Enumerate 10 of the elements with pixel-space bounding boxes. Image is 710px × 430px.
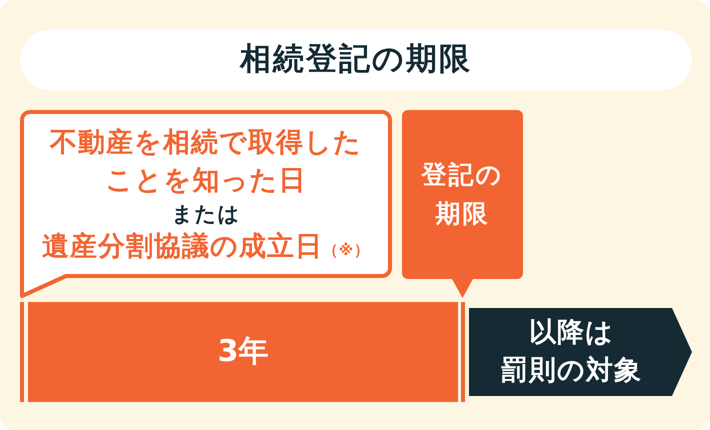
- arrow-banner: [469, 308, 692, 396]
- period-bar: [28, 302, 458, 402]
- bar-label: 3年: [218, 334, 268, 370]
- bubble-text: または: [172, 200, 240, 228]
- title-text: 相続登記の期限: [240, 41, 472, 79]
- callout-text: 登記の期限: [420, 158, 504, 230]
- bubble-text: 不動産を相続で取得したことを知った日: [50, 126, 362, 198]
- banner-text: 以降は罰則の対象: [500, 316, 643, 388]
- deadline-callout: [402, 110, 523, 300]
- speech-bubble: [20, 110, 392, 300]
